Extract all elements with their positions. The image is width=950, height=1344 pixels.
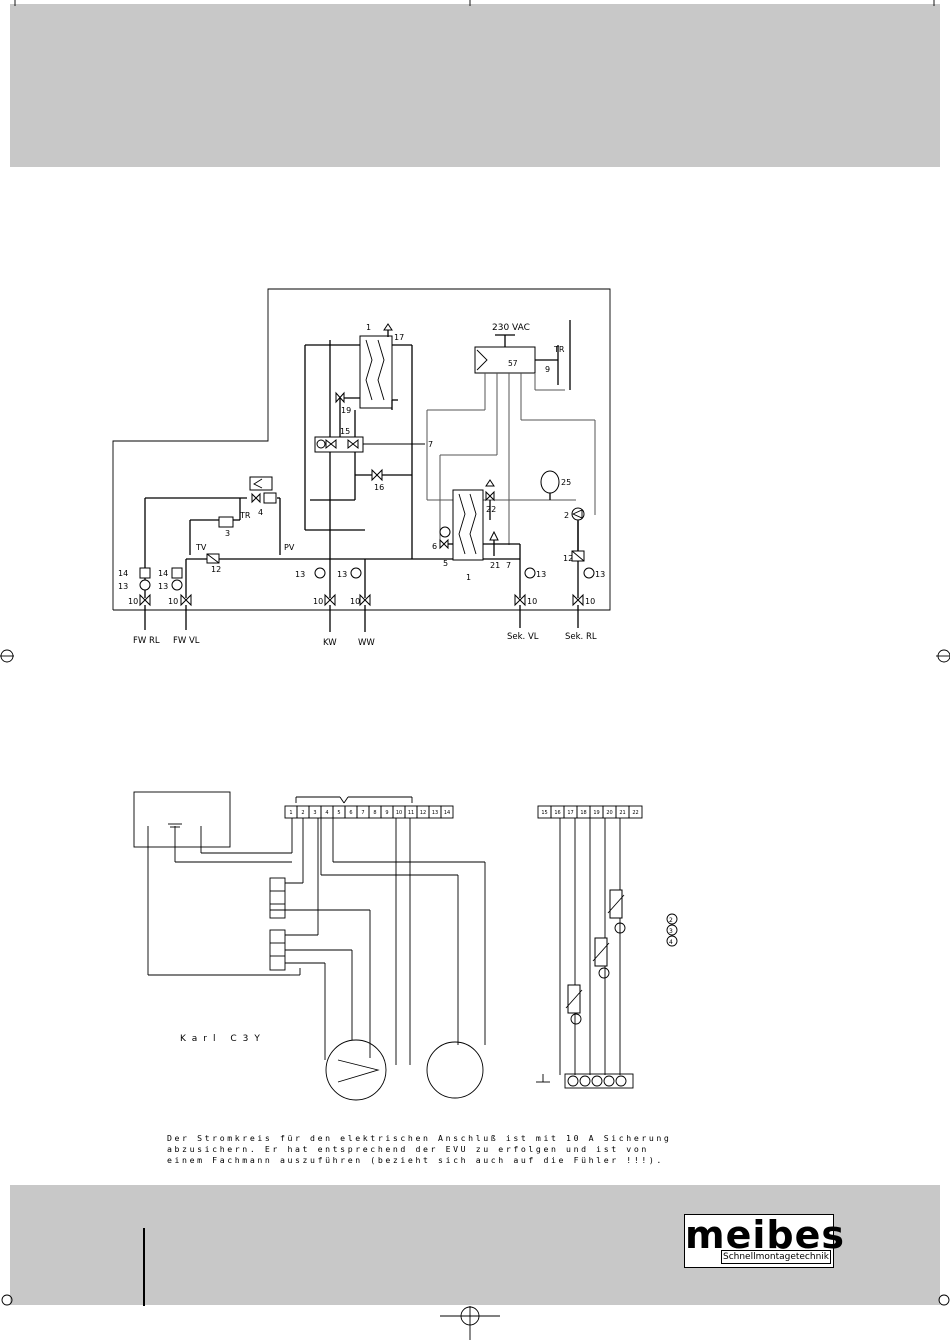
left-terminal-label: 9 bbox=[385, 810, 388, 816]
right-terminal-label: 21 bbox=[619, 810, 625, 816]
svg-text:13: 13 bbox=[158, 582, 168, 591]
svg-text:13: 13 bbox=[118, 582, 128, 591]
note-line-3: einem Fachmann auszuführen (bezieht sich… bbox=[167, 1155, 664, 1165]
left-terminal-label: 1 bbox=[289, 810, 292, 816]
logo-tagline: Schnellmontagetechnik bbox=[721, 1250, 831, 1264]
svg-text:3: 3 bbox=[225, 529, 230, 538]
note-line-2: abzusichern. Er hat entsprechend der EVU… bbox=[167, 1144, 649, 1154]
svg-text:13: 13 bbox=[337, 570, 347, 579]
left-terminal-label: 2 bbox=[301, 810, 304, 816]
svg-text:16: 16 bbox=[374, 483, 384, 492]
svg-text:TR: TR bbox=[239, 511, 251, 520]
svg-text:10: 10 bbox=[527, 597, 537, 606]
connection-fw-rl: FW RL bbox=[133, 636, 160, 646]
left-terminal-label: 12 bbox=[420, 810, 426, 816]
right-terminal-label: 19 bbox=[593, 810, 599, 816]
right-terminal-label: 18 bbox=[580, 810, 586, 816]
supply-box bbox=[133, 791, 231, 848]
connection-fw-vl: FW VL bbox=[173, 636, 200, 646]
svg-text:10: 10 bbox=[585, 597, 595, 606]
svg-text:TR: TR bbox=[553, 345, 565, 354]
svg-text:12: 12 bbox=[563, 554, 573, 563]
svg-text:22: 22 bbox=[486, 505, 496, 514]
left-terminal-label: 4 bbox=[325, 810, 328, 816]
svg-text:57: 57 bbox=[508, 359, 518, 368]
hydraulic-schematic: 230 VAC 1 17 57 TR 9 19 15 7 16 25 4 3 T… bbox=[112, 288, 611, 648]
left-terminal-label: 8 bbox=[373, 810, 376, 816]
schematic-frame bbox=[112, 288, 611, 611]
svg-text:25: 25 bbox=[561, 478, 571, 487]
svg-text:12: 12 bbox=[211, 565, 221, 574]
right-terminal-label: 15 bbox=[541, 810, 547, 816]
right-terminal-box bbox=[628, 805, 643, 819]
svg-text:19: 19 bbox=[341, 406, 351, 415]
connection-sek-rl: Sek. RL bbox=[565, 632, 597, 642]
svg-text:6: 6 bbox=[432, 542, 437, 551]
connection-sek-vl: Sek. VL bbox=[507, 632, 539, 642]
svg-text:PV: PV bbox=[284, 543, 295, 552]
left-terminal-label: 7 bbox=[361, 810, 364, 816]
right-terminal-strip: 15 16 17 18 19 20 21 22 bbox=[537, 805, 643, 819]
voltage-label: 230 VAC bbox=[492, 323, 530, 333]
left-terminal-label: 5 bbox=[337, 810, 340, 816]
logo-wordmark: meibes bbox=[685, 1213, 845, 1257]
svg-text:4: 4 bbox=[669, 939, 673, 946]
left-terminal-label: 3 bbox=[313, 810, 316, 816]
left-terminal-box bbox=[440, 805, 454, 819]
model-label: Karl C3Y bbox=[180, 1034, 266, 1044]
svg-text:1: 1 bbox=[366, 323, 371, 332]
svg-text:10: 10 bbox=[313, 597, 323, 606]
svg-text:10: 10 bbox=[128, 597, 138, 606]
header-band bbox=[10, 4, 940, 167]
svg-text:10: 10 bbox=[350, 597, 360, 606]
svg-text:13: 13 bbox=[595, 570, 605, 579]
safety-note: Der Stromkreis für den elektrischen Ansc… bbox=[167, 1133, 687, 1166]
svg-text:14: 14 bbox=[118, 569, 128, 578]
svg-text:13: 13 bbox=[536, 570, 546, 579]
meibes-logo: meibes Schnellmontagetechnik bbox=[684, 1213, 845, 1268]
svg-text:5: 5 bbox=[443, 559, 448, 568]
connection-ww: WW bbox=[358, 638, 375, 648]
right-terminal-label: 22 bbox=[632, 810, 638, 816]
svg-text:2: 2 bbox=[564, 511, 569, 520]
svg-text:14: 14 bbox=[158, 569, 168, 578]
svg-text:2: 2 bbox=[669, 917, 673, 924]
svg-text:7: 7 bbox=[506, 561, 511, 570]
svg-text:17: 17 bbox=[394, 333, 404, 342]
svg-text:1: 1 bbox=[466, 573, 471, 582]
connection-kw: KW bbox=[323, 638, 337, 648]
svg-text:TV: TV bbox=[195, 543, 207, 552]
svg-text:15: 15 bbox=[340, 427, 350, 436]
footer-divider bbox=[143, 1228, 145, 1306]
left-terminal-label: 14 bbox=[444, 810, 450, 816]
svg-text:10: 10 bbox=[168, 597, 178, 606]
svg-text:9: 9 bbox=[545, 365, 550, 374]
svg-text:21: 21 bbox=[490, 561, 500, 570]
note-line-1: Der Stromkreis für den elektrischen Ansc… bbox=[167, 1133, 672, 1143]
svg-text:13: 13 bbox=[295, 570, 305, 579]
left-terminal-label: 13 bbox=[432, 810, 438, 816]
left-terminal-label: 11 bbox=[408, 810, 414, 816]
svg-text:3: 3 bbox=[669, 928, 673, 935]
left-terminal-label: 10 bbox=[396, 810, 402, 816]
svg-text:4: 4 bbox=[258, 508, 263, 517]
right-terminal-label: 20 bbox=[606, 810, 612, 816]
svg-text:7: 7 bbox=[428, 440, 433, 449]
right-terminal-label: 17 bbox=[567, 810, 573, 816]
right-terminal-label: 16 bbox=[554, 810, 560, 816]
left-terminal-label: 6 bbox=[349, 810, 352, 816]
